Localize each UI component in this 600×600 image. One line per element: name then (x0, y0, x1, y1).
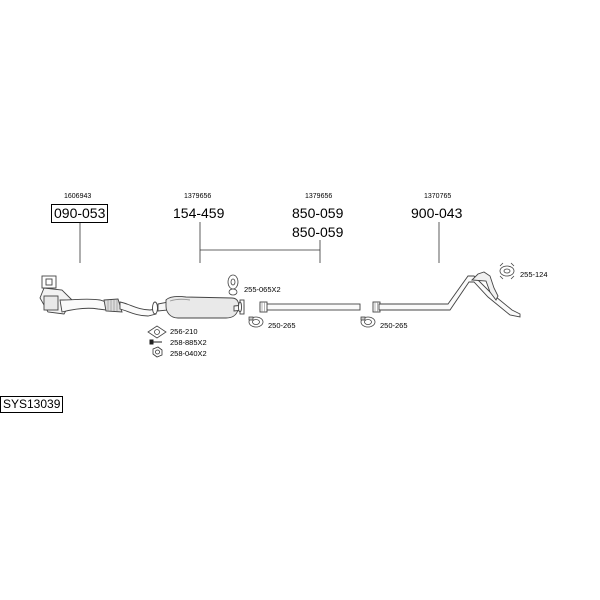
part-number-mid-pipe[interactable]: 850-059 (292, 205, 344, 221)
clamp-drawing-1 (248, 316, 264, 328)
rubber-mount-drawing (227, 274, 239, 296)
centre-silencer-drawing (157, 296, 245, 319)
rear-hanger-drawing (499, 262, 515, 280)
system-code-label: SYS13039 (0, 396, 64, 413)
oem-number-catalyst: 1606943 (64, 193, 92, 200)
part-number-tail-pipe[interactable]: 900-043 (411, 205, 463, 221)
accessory-label-rubber-mount[interactable]: 255-065X2 (244, 285, 281, 294)
accessory-label-rear-hanger[interactable]: 255-124 (520, 270, 548, 279)
catalytic-converter-drawing (39, 275, 158, 317)
oem-number-tail-pipe: 1370765 (424, 193, 452, 200)
part-number-silencer[interactable]: 154-459 (173, 205, 225, 221)
oem-number-mid-pipe: 1379656 (305, 193, 333, 200)
clamp-drawing-2 (360, 316, 376, 328)
accessory-label-clamp-1[interactable]: 250-265 (268, 321, 296, 330)
rear-pipe-drawing (372, 271, 521, 318)
part-number-mid-pipe-alt[interactable]: 850-059 (292, 224, 344, 240)
middle-pipe-drawing (259, 301, 361, 313)
accessory-label-gasket[interactable]: 256-210 (170, 327, 198, 336)
part-number-catalyst[interactable]: 090-053 (51, 204, 109, 223)
bolt-drawing (149, 339, 162, 345)
gasket-drawing (147, 325, 167, 339)
accessory-label-clamp-2[interactable]: 250-265 (380, 321, 408, 330)
accessory-label-nut[interactable]: 258-040X2 (170, 349, 207, 358)
oem-number-silencer: 1379656 (184, 193, 212, 200)
accessory-label-bolt[interactable]: 258-885X2 (170, 338, 207, 347)
nut-drawing (152, 346, 163, 358)
